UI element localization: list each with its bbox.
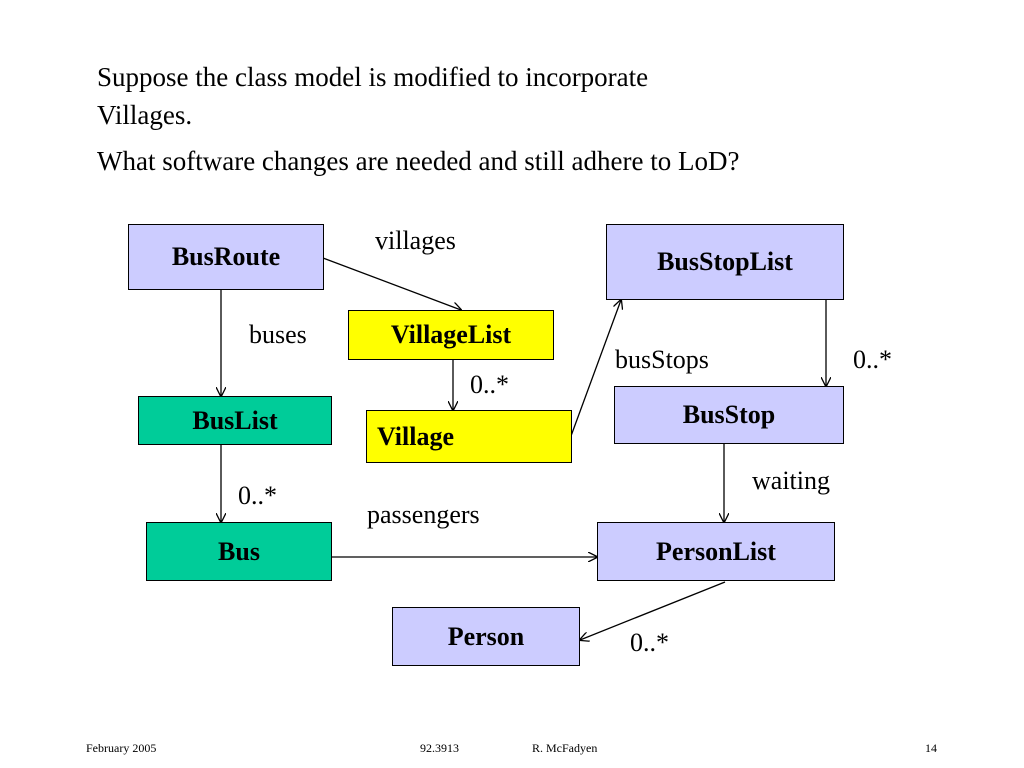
question-line-1: Suppose the class model is modified to i… — [97, 62, 649, 92]
label-busstoplist-multiplicity: 0..* — [853, 345, 892, 374]
question-line-2: Villages. — [97, 100, 193, 130]
label-buslist-multiplicity: 0..* — [238, 481, 277, 510]
class-buslist: BusList — [138, 396, 332, 445]
label-busstops: busStops — [615, 345, 709, 374]
label-personlist-multiplicity: 0..* — [630, 628, 669, 657]
class-busstoplist: BusStopList — [606, 224, 844, 300]
label-villagelist-multiplicity: 0..* — [470, 370, 509, 399]
footer-course: 92.3913 — [420, 741, 459, 755]
class-villagelist: VillageList — [348, 310, 554, 360]
class-busroute: BusRoute — [128, 224, 324, 290]
label-buses: buses — [249, 320, 307, 349]
class-person: Person — [392, 607, 580, 666]
label-passengers: passengers — [367, 500, 480, 529]
class-busstop: BusStop — [614, 386, 844, 444]
footer-date: February 2005 — [86, 741, 157, 755]
question-line-3: What software changes are needed and sti… — [97, 146, 740, 176]
class-village: Village — [366, 410, 572, 463]
footer-author: R. McFadyen — [532, 741, 598, 755]
class-bus: Bus — [146, 522, 332, 581]
class-personlist: PersonList — [597, 522, 835, 581]
label-villages: villages — [375, 226, 456, 255]
footer-page-number: 14 — [925, 741, 937, 755]
edge-busroute-to-villagelist — [322, 257, 461, 310]
label-waiting: waiting — [752, 466, 830, 495]
